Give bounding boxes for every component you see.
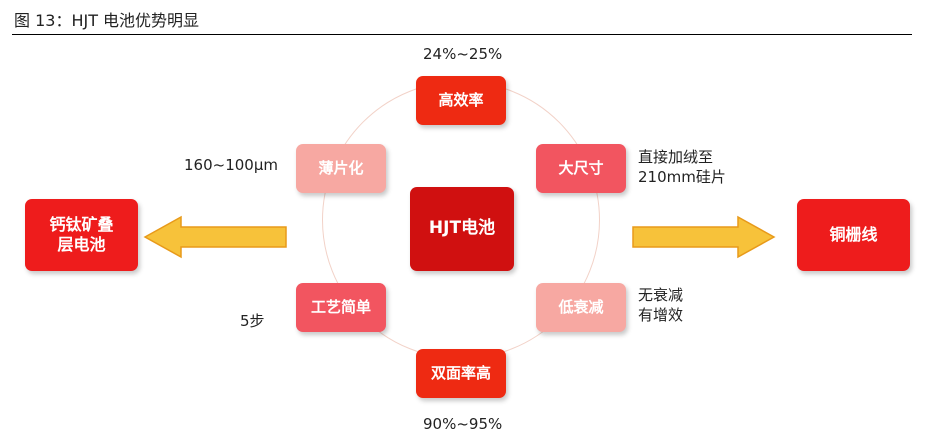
annotation-process: 5步 — [240, 312, 265, 330]
node-high-bifaciality-label: 双面率高 — [430, 364, 491, 383]
node-high-efficiency-label: 高效率 — [438, 91, 484, 110]
target-copper-grid: 铜栅线 — [797, 199, 910, 271]
node-simple-process-label: 工艺简单 — [310, 298, 371, 317]
node-large-size-label: 大尺寸 — [558, 159, 604, 178]
node-large-size: 大尺寸 — [536, 144, 626, 193]
node-high-bifaciality: 双面率高 — [416, 349, 506, 398]
arrow-left-icon — [143, 215, 287, 259]
annotation-bifaciality: 90%~95% — [423, 415, 503, 433]
title-divider — [12, 34, 912, 35]
arrow-right-icon — [632, 215, 776, 259]
target-copper-grid-label: 铜栅线 — [829, 225, 878, 244]
target-perovskite-tandem: 钙钛矿叠 层电池 — [25, 199, 138, 271]
annotation-degradation: 无衰减 有增效 — [638, 285, 683, 326]
annotation-size-line2: 210mm硅片 — [638, 168, 726, 187]
arrow-left-shape — [143, 215, 287, 259]
center-node-label: HJT电池 — [428, 218, 496, 239]
annotation-efficiency: 24%~25% — [423, 45, 503, 63]
annotation-degradation-line1: 无衰减 — [638, 286, 684, 304]
node-high-efficiency: 高效率 — [416, 76, 506, 125]
annotation-degradation-line2: 有增效 — [638, 306, 684, 325]
annotation-size: 直接加绒至 210mm硅片 — [638, 147, 726, 188]
node-low-degradation: 低衰减 — [536, 283, 626, 332]
node-low-degradation-label: 低衰减 — [558, 298, 604, 317]
target-perovskite-line1: 钙钛矿叠 — [49, 215, 114, 234]
node-simple-process: 工艺简单 — [296, 283, 386, 332]
figure-title: 图 13：HJT 电池优势明显 — [14, 11, 200, 30]
node-thin-wafer: 薄片化 — [296, 144, 386, 193]
center-node-hjt: HJT电池 — [410, 187, 514, 271]
annotation-thickness: 160~100μm — [184, 156, 278, 174]
arrow-right-shape — [632, 215, 776, 259]
node-thin-wafer-label: 薄片化 — [318, 159, 364, 178]
annotation-size-line1: 直接加绒至 — [638, 148, 714, 166]
target-perovskite-line2: 层电池 — [57, 235, 106, 254]
